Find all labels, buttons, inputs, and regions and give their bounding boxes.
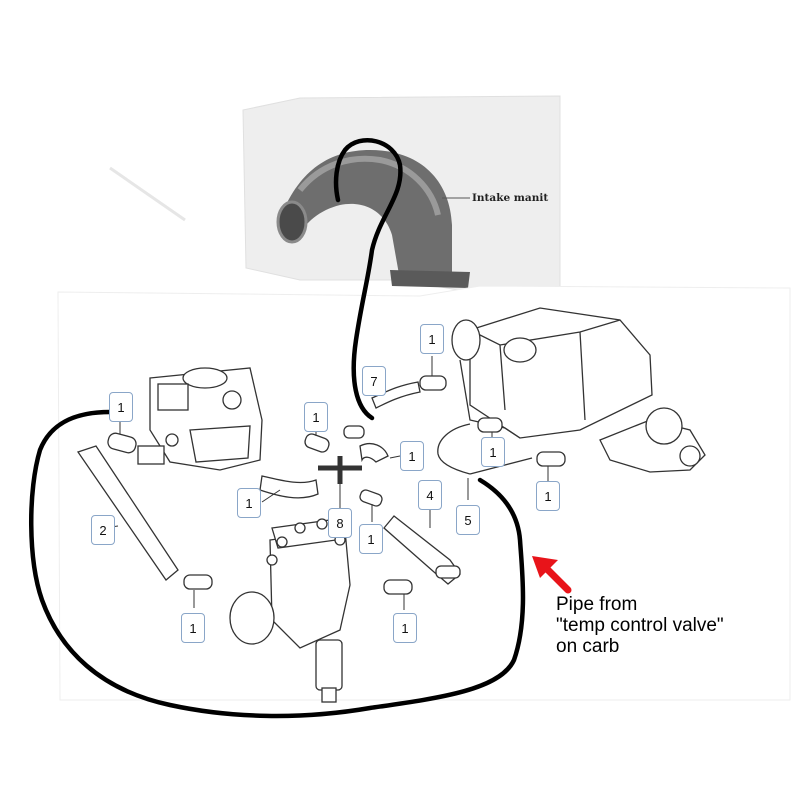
callout-1-elbow: 1 <box>400 441 424 471</box>
callout-5-hose: 5 <box>456 505 480 535</box>
callout-1-distributor-right: 1 <box>393 613 417 643</box>
pipe-annotation: Pipe from "temp control valve" on carb <box>556 594 724 657</box>
annotation-line-3: on carb <box>556 636 620 657</box>
distributor <box>229 518 351 703</box>
callout-1-air-cleaner-mid: 1 <box>481 437 505 467</box>
annotation-line-1: Pipe from <box>556 594 638 615</box>
carburetor <box>137 367 263 471</box>
callout-8-tee: 8 <box>328 508 352 538</box>
callout-1-upper-fitting: 1 <box>304 402 328 432</box>
callout-1-left-hose: 1 <box>237 488 261 518</box>
callout-1-center: 1 <box>359 524 383 554</box>
annotation-line-2: "temp control valve" <box>556 615 724 636</box>
intake-manifold-label: Intake manit <box>472 192 549 204</box>
hose-5 <box>437 423 471 475</box>
callout-2-hose: 2 <box>91 515 115 545</box>
callout-1-carb-fitting: 1 <box>109 392 133 422</box>
callout-1-air-cleaner-right: 1 <box>536 481 560 511</box>
callout-7-hose: 7 <box>362 366 386 396</box>
scan-artifact <box>109 166 186 222</box>
red-arrow <box>532 556 572 594</box>
air-cleaner <box>451 307 706 473</box>
callout-1-distributor-left: 1 <box>181 613 205 643</box>
vacuum-hose-route <box>28 138 526 719</box>
callout-1-air-cleaner-top: 1 <box>420 324 444 354</box>
intake-manifold-photo <box>242 95 561 293</box>
callout-4-hose: 4 <box>418 480 442 510</box>
